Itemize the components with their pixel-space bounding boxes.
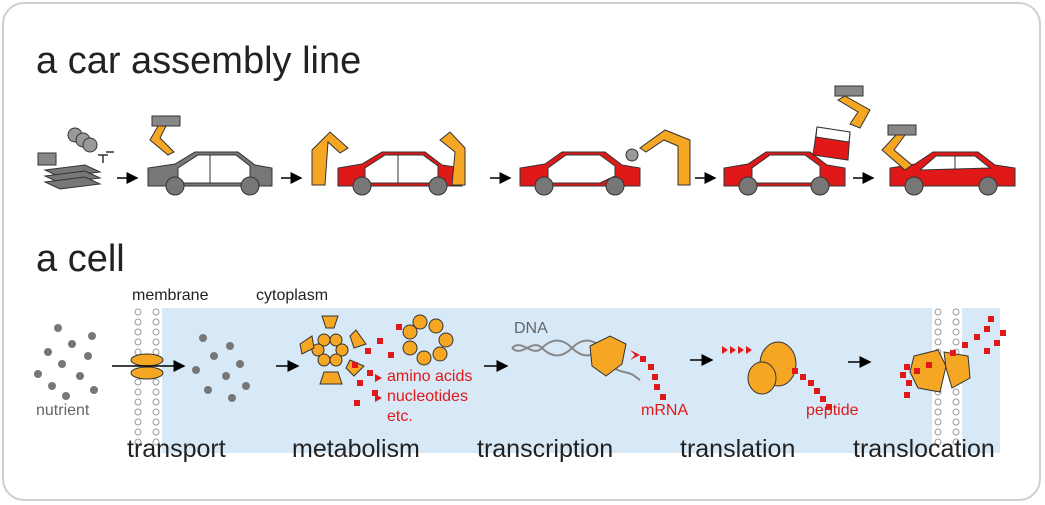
robot-arm-3	[625, 129, 691, 186]
car-assembly-heading: a car assembly line	[36, 40, 362, 82]
translocon-icon	[909, 349, 971, 393]
peptide-chain	[722, 346, 832, 410]
car-body-red-partial	[337, 151, 463, 196]
membrane-left	[130, 305, 164, 455]
nutrient-label: nutrient	[36, 402, 90, 419]
cell-heading: a cell	[36, 238, 125, 280]
robot-arm-2	[311, 131, 466, 186]
raw-parts-icon	[37, 127, 114, 190]
step-translation: translation	[680, 435, 796, 463]
nutrient-dots-outside	[34, 324, 98, 400]
rna-polymerase	[589, 335, 627, 377]
etc-label: etc.	[387, 408, 413, 425]
amino-acids-label: amino acids	[387, 368, 473, 385]
mrna-label: mRNA	[641, 402, 689, 419]
step-metabolism: metabolism	[292, 435, 420, 463]
peptide-label: peptide	[806, 402, 859, 419]
step-transcription: transcription	[477, 435, 614, 463]
mrna-strand	[630, 350, 666, 400]
step-transport: transport	[127, 435, 226, 463]
nucleotides-label: nucleotides	[387, 388, 468, 405]
nutrient-dots-inside	[192, 334, 250, 402]
car-body-red-4	[723, 151, 846, 196]
membrane-label: membrane	[132, 287, 209, 304]
robot-arm-4	[812, 85, 871, 161]
ribosome-icon	[747, 341, 797, 395]
ring-enzyme-icon	[402, 314, 454, 366]
car-body-red-3	[519, 151, 641, 196]
metabolite-squares	[352, 324, 402, 406]
robot-arm-5	[881, 124, 917, 171]
cell-cytoplasm-area	[132, 308, 1000, 453]
step-translocation: translocation	[853, 435, 995, 463]
car-finished	[889, 151, 1016, 196]
translocated-peptide	[900, 316, 1006, 398]
cytoplasm-label: cytoplasm	[256, 287, 329, 304]
dna-label: DNA	[514, 320, 548, 337]
car-body-gray	[147, 151, 273, 196]
robot-arm-1	[149, 115, 181, 156]
